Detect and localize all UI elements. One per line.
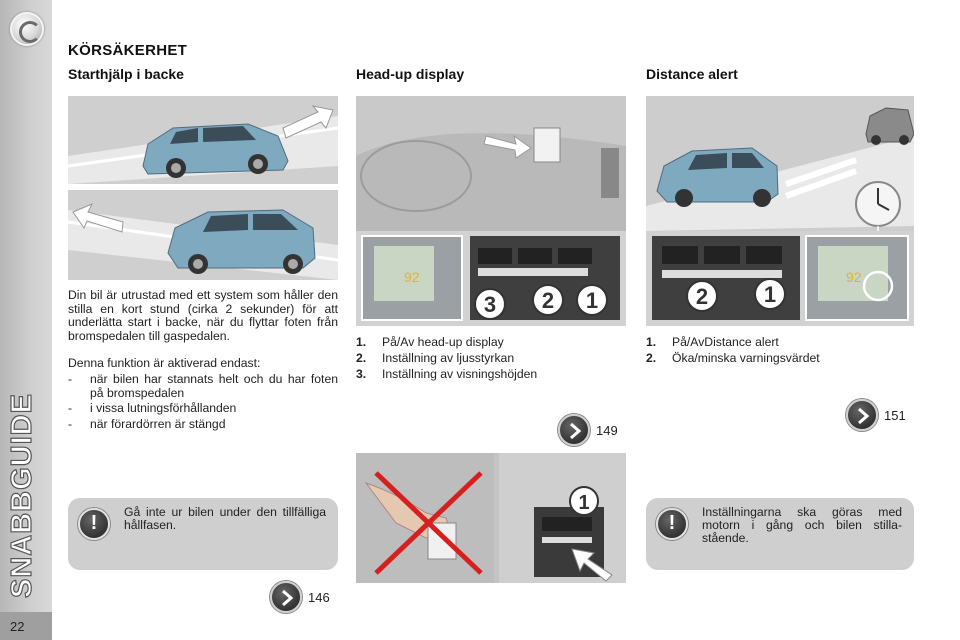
chevron-right-icon (270, 581, 302, 613)
section-title: KÖRSÄKERHET (68, 42, 188, 59)
page-number-box (0, 612, 52, 640)
callout-3: 3 (484, 292, 496, 317)
hill-start-title: Starthjälp i backe (68, 66, 184, 82)
hill-start-description: Din bil är utrustad med ett system som h… (68, 288, 338, 343)
hill-start-image-reverse (68, 190, 338, 280)
head-up-display-retract-image: 1 (356, 453, 626, 583)
page-number: 22 (10, 619, 25, 634)
list-item: -när bilen har stannats helt och du har … (68, 372, 338, 400)
distance-alert-controls: 1.På/AvDistance alert 2.Öka/minska varni… (646, 334, 914, 366)
hill-start-image-uphill (68, 96, 338, 184)
list-item: 2.Öka/minska varningsvärdet (646, 351, 820, 365)
head-up-display-title: Head-up display (356, 66, 465, 82)
chevron-right-icon (846, 399, 878, 431)
distance-alert-image: 92 2 1 (646, 96, 914, 326)
sidebar-title: SNABBGUIDE (5, 392, 38, 598)
distance-alert-page-ref[interactable]: 151 (846, 398, 906, 432)
callout-1: 1 (764, 282, 776, 307)
chevron-right-icon (558, 414, 590, 446)
callout-1: 1 (586, 288, 598, 313)
hill-start-page-ref[interactable]: 146 (270, 580, 330, 614)
hill-start-warning-box: ! Gå inte ur bilen under den till­fällig… (68, 498, 338, 570)
list-item: -när förardörren är stängd (68, 416, 226, 431)
svg-text:92: 92 (846, 269, 862, 285)
list-item: 1.På/Av head-up display (356, 335, 504, 349)
distance-alert-warning-text: Inställningarna ska göras med motorn i g… (702, 505, 902, 545)
hill-start-conditions: -när bilen har stannats helt och du har … (68, 372, 338, 433)
distance-alert-warning-box: ! Inställningarna ska göras med motorn i… (646, 498, 914, 570)
sidebar: SNABBGUIDE 22 (0, 0, 52, 640)
hill-start-intro: Denna funktion är aktiverad endast: (68, 356, 261, 370)
callout-2: 2 (542, 288, 554, 313)
callout-1: 1 (578, 492, 589, 514)
distance-alert-title: Distance alert (646, 66, 738, 82)
exclamation-icon: ! (78, 508, 110, 540)
head-up-display-image: 92 3 2 1 (356, 96, 626, 326)
list-item: -i vissa lutningsförhållanden (68, 401, 237, 415)
logo-circle-icon (10, 12, 44, 46)
callout-2: 2 (696, 284, 708, 309)
hill-start-warning-text: Gå inte ur bilen under den till­fälliga … (124, 505, 326, 532)
head-up-display-controls: 1.På/Av head-up display 2.Inställning av… (356, 334, 626, 382)
head-up-display-page-ref[interactable]: 149 (558, 413, 618, 447)
exclamation-icon: ! (656, 508, 688, 540)
list-item: 2.Inställning av ljusstyrkan (356, 351, 515, 365)
list-item: 1.På/AvDistance alert (646, 335, 779, 349)
svg-text:92: 92 (404, 269, 420, 285)
list-item: 3.Inställning av visningshöjden (356, 367, 538, 381)
